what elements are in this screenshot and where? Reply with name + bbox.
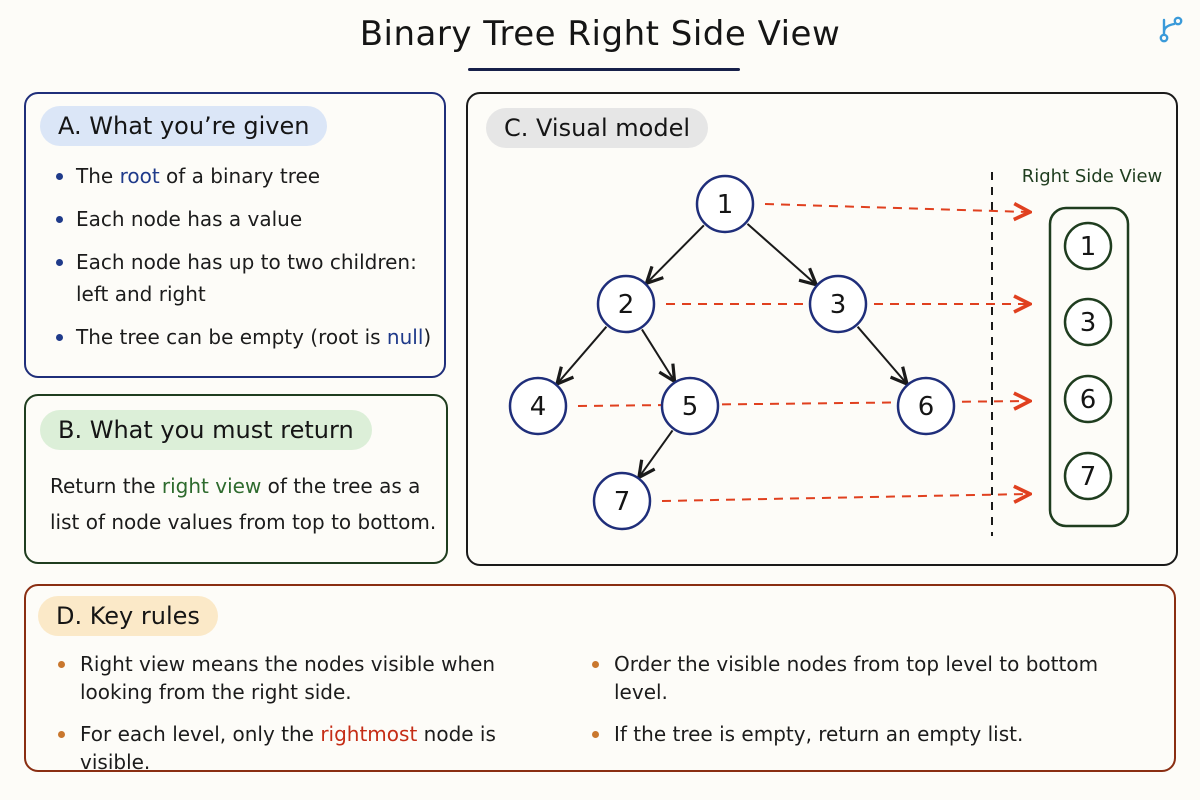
right-view-node-6 (1063, 374, 1113, 424)
tree-node-label: 1 (717, 190, 734, 220)
tree-diagram: Right Side View 1 2 3 4 5 6 7 1 3 6 7 (508, 166, 1162, 536)
list-item: The tree can be empty (root is null) (52, 321, 432, 353)
list-item: Each node has up to two children: left a… (52, 246, 432, 310)
right-view-node-1 (1063, 221, 1113, 271)
level-arrow-2 (577, 401, 1028, 406)
panel-return: B. What you must return Return the right… (24, 394, 448, 564)
section-c-heading: C. Visual model (486, 108, 709, 148)
given-list: The root of a binary tree Each node has … (52, 160, 432, 364)
tree-node-5 (660, 376, 720, 436)
list-item: The root of a binary tree (52, 160, 432, 192)
tree-edge-n1-n2 (648, 224, 705, 282)
right-view-node-label: 1 (1080, 232, 1097, 262)
list-item: Right view means the nodes visible when … (56, 650, 556, 706)
page-title: Binary Tree Right Side View (359, 14, 841, 54)
right-side-view-label: Right Side View (1022, 166, 1162, 187)
tree-node-label: 2 (618, 290, 635, 320)
tree-node-4 (508, 376, 568, 436)
tree-node-label: 4 (530, 392, 547, 422)
level-arrow-0 (764, 204, 1028, 212)
rules-left-column: Right view means the nodes visible when … (56, 650, 556, 790)
title-underline (468, 68, 740, 71)
tree-node-3 (808, 274, 868, 334)
right-view-node-label: 7 (1080, 462, 1097, 492)
tree-edge-n1-n3 (746, 223, 814, 284)
tree-node-2 (596, 274, 656, 334)
tree-node-1 (695, 174, 755, 234)
tree-node-label: 3 (830, 290, 847, 320)
tree-edge-n3-n6 (856, 326, 906, 383)
tree-edge-n2-n4 (558, 326, 608, 383)
right-view-node-label: 6 (1080, 385, 1097, 415)
right-view-node-label: 3 (1080, 308, 1097, 338)
tree-edge-n2-n5 (641, 328, 674, 379)
right-view-container (1048, 206, 1130, 528)
section-a-heading: A. What you’re given (40, 106, 328, 146)
rules-right-column: Order the visible nodes from top level t… (590, 650, 1150, 762)
tree-node-label: 7 (614, 487, 631, 517)
return-description: Return the right view of the tree as a l… (50, 474, 437, 534)
tree-node-label: 5 (682, 392, 699, 422)
list-item: Order the visible nodes from top level t… (590, 650, 1150, 706)
tree-node-label: 6 (918, 392, 935, 422)
right-view-node-3 (1063, 297, 1113, 347)
panel-key-rules: D. Key rules Right view means the nodes … (24, 584, 1176, 774)
tree-node-7 (592, 471, 652, 531)
section-b-heading: B. What you must return (40, 410, 372, 450)
panel-visual-model: C. Visual model Right Side View 1 2 3 4 5 6 7 … (466, 92, 1178, 566)
list-item: For each level, only the rightmost node … (56, 720, 556, 776)
tree-node-6 (896, 376, 956, 436)
list-item: If the tree is empty, return an empty li… (590, 720, 1150, 748)
tree-edge-n5-n7 (640, 429, 674, 475)
panel-given: A. What you’re given The root of a binar… (24, 92, 446, 378)
level-arrow-3 (661, 494, 1028, 501)
section-d-heading: D. Key rules (38, 596, 218, 636)
branch-icon (1159, 16, 1183, 43)
right-view-node-7 (1063, 451, 1113, 501)
list-item: Each node has a value (52, 203, 432, 235)
